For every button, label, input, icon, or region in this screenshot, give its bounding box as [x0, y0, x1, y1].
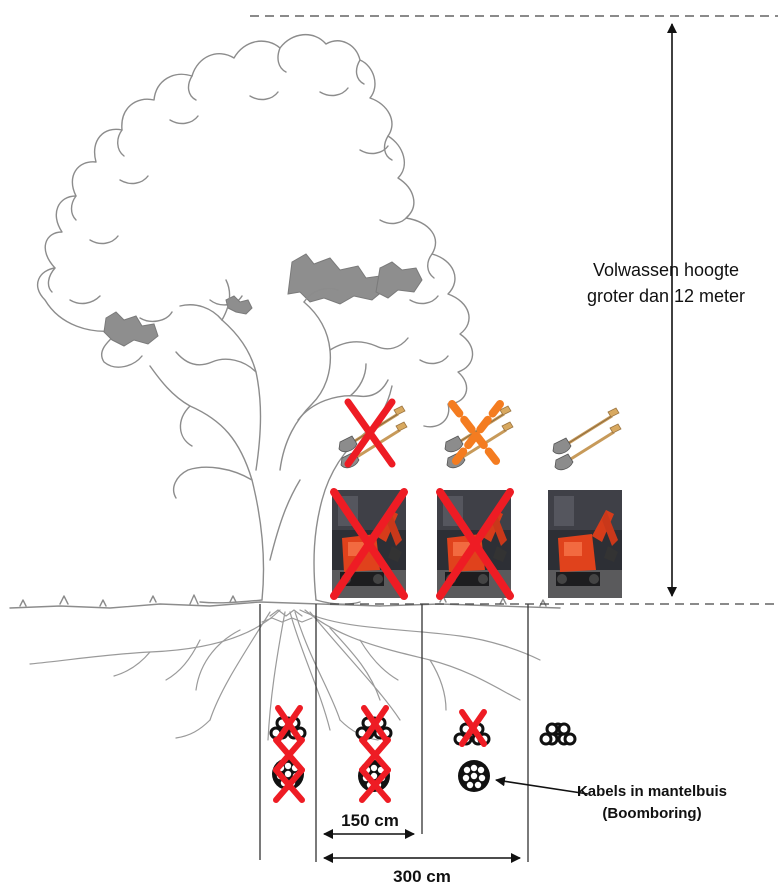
- excavator-photo-zone-far: [548, 490, 622, 598]
- cable-label-line2: (Boomboring): [602, 805, 701, 822]
- height-label-line2: groter dan 12 meter: [587, 286, 745, 306]
- cable-label-line1: Kabels in mantelbuis: [577, 783, 727, 800]
- height-label-line1: Volwassen hoogte: [593, 260, 739, 280]
- tree-inner-foliage: [104, 254, 422, 346]
- cable-callout-arrow-icon: [496, 780, 588, 794]
- conduit-icon-zone-far: [458, 760, 490, 792]
- dimension-300-label: 300 cm: [393, 867, 451, 886]
- forbidden-mark-shovel-near: [348, 402, 392, 464]
- cable-bundle-icon-outside: [541, 724, 575, 744]
- shovel-icon-zone-far: [553, 408, 621, 470]
- limited-mark-shovel-mid: [452, 404, 500, 466]
- dimension-150-label: 150 cm: [341, 811, 399, 830]
